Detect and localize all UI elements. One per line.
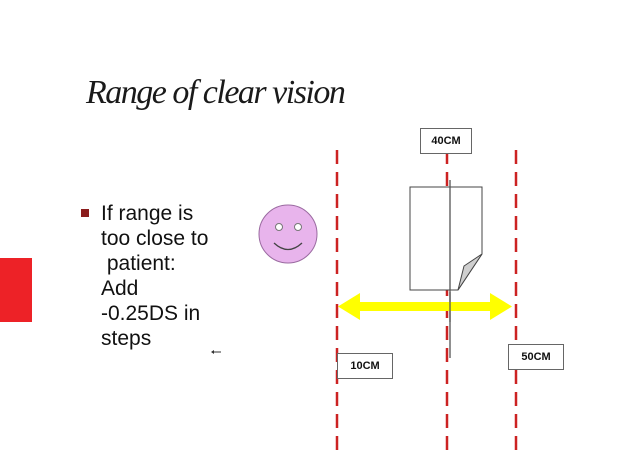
bullet-line: Add (101, 277, 139, 300)
label-50cm: 50CM (508, 344, 564, 370)
bullet-text: If range is too close to patient: Add -0… (101, 201, 208, 351)
label-10cm: 10CM (337, 353, 393, 379)
reading-card-icon (409, 180, 483, 358)
range-double-arrow (338, 292, 512, 322)
bullet-line: If range is (101, 202, 194, 225)
label-40cm: 40CM (420, 128, 472, 154)
red-accent-bar (0, 258, 32, 322)
bullet-line: steps (101, 327, 152, 350)
bullet-line: too close to (101, 227, 209, 250)
slide-title: Range of clear vision (86, 74, 346, 111)
bullet-marker-icon (81, 209, 89, 217)
small-arrow-icon (211, 350, 221, 354)
bullet-line: -0.25DS in (101, 302, 201, 325)
smiley-face-icon (258, 204, 318, 264)
bullet-line: patient: (101, 252, 176, 275)
